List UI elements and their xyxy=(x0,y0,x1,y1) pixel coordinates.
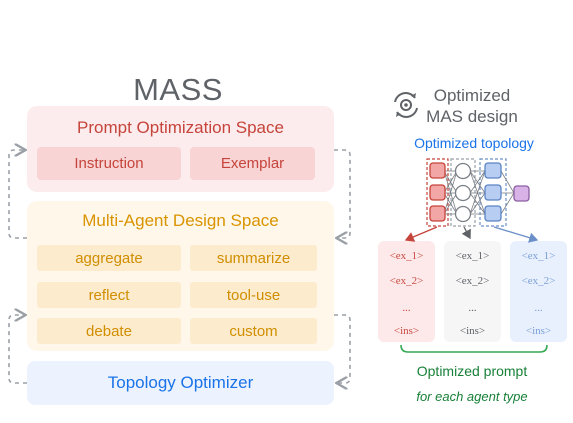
custom-block: custom xyxy=(190,318,317,344)
blue-agent-nodes xyxy=(484,162,502,222)
exemplar-2-label: <ex_2> xyxy=(455,275,490,287)
ellipsis-label: ... xyxy=(468,302,477,314)
tool-use-block: tool-use xyxy=(190,282,317,308)
left-loop-upper-arrow xyxy=(8,150,27,239)
gray-agent-nodes xyxy=(454,162,472,223)
red-agent-nodes xyxy=(429,162,446,222)
gray-prompt-arrow xyxy=(461,226,471,240)
gray-layer-dashed-box xyxy=(450,158,476,227)
reflect-block: reflect xyxy=(37,282,181,308)
ellipsis-label: ... xyxy=(402,302,411,314)
instruction-box: Instruction xyxy=(37,147,181,180)
red-layer-dashed-box xyxy=(426,158,449,227)
loop-arrows xyxy=(8,149,351,384)
optimized-title-line1: Optimized xyxy=(433,86,511,105)
topology-optimizer-panel xyxy=(27,361,334,405)
optimized-prompt-bracket xyxy=(400,344,548,353)
for-each-agent-type-label: for each agent type xyxy=(416,388,528,404)
exemplar-box: Exemplar xyxy=(190,147,315,180)
instruction-label: <ins> xyxy=(393,325,420,337)
network-edges xyxy=(443,170,515,215)
prompt-column-red: <ex_1> <ex_2> ... <ins> xyxy=(378,241,435,342)
optimized-topology-network xyxy=(426,158,530,227)
prompt-column-blue: <ex_1> <ex_2> ... <ins> xyxy=(510,241,567,342)
debate-block: debate xyxy=(37,318,181,344)
exemplar-1-label: <ex_1> xyxy=(521,250,556,262)
blue-prompt-arrow xyxy=(493,226,539,243)
layer-to-prompt-arrows xyxy=(404,226,539,243)
optimized-prompt-label: Optimized prompt xyxy=(416,363,528,379)
multi-agent-design-space-title: Multi-Agent Design Space xyxy=(82,211,279,230)
left-loop-lower-arrow xyxy=(8,315,27,384)
prompt-optimization-space-title: Prompt Optimization Space xyxy=(77,118,284,137)
optimized-title-line2: MAS design xyxy=(426,107,518,126)
red-prompt-arrow xyxy=(404,226,438,242)
topology-optimizer-title: Topology Optimizer xyxy=(107,373,254,392)
prompt-column-gray: <ex_1> <ex_2> ... <ins> xyxy=(444,241,501,342)
aggregate-block: aggregate xyxy=(37,245,181,271)
optimized-topology-label: Optimized topology xyxy=(414,135,534,151)
right-loop-upper-arrow xyxy=(334,149,351,238)
summarize-block: summarize xyxy=(190,245,317,271)
exemplar-1-label: <ex_1> xyxy=(455,250,490,262)
blue-layer-dashed-box xyxy=(479,158,507,227)
exemplar-2-label: <ex_2> xyxy=(521,275,556,287)
mass-title: MASS xyxy=(133,72,223,107)
ellipsis-label: ... xyxy=(534,302,543,314)
right-loop-lower-arrow xyxy=(334,314,351,383)
exemplar-1-label: <ex_1> xyxy=(389,250,424,262)
exemplar-2-label: <ex_2> xyxy=(389,275,424,287)
output-agent-node xyxy=(513,185,530,202)
instruction-label: <ins> xyxy=(459,325,486,337)
gear-refresh-icon xyxy=(394,92,418,118)
instruction-label: <ins> xyxy=(525,325,552,337)
